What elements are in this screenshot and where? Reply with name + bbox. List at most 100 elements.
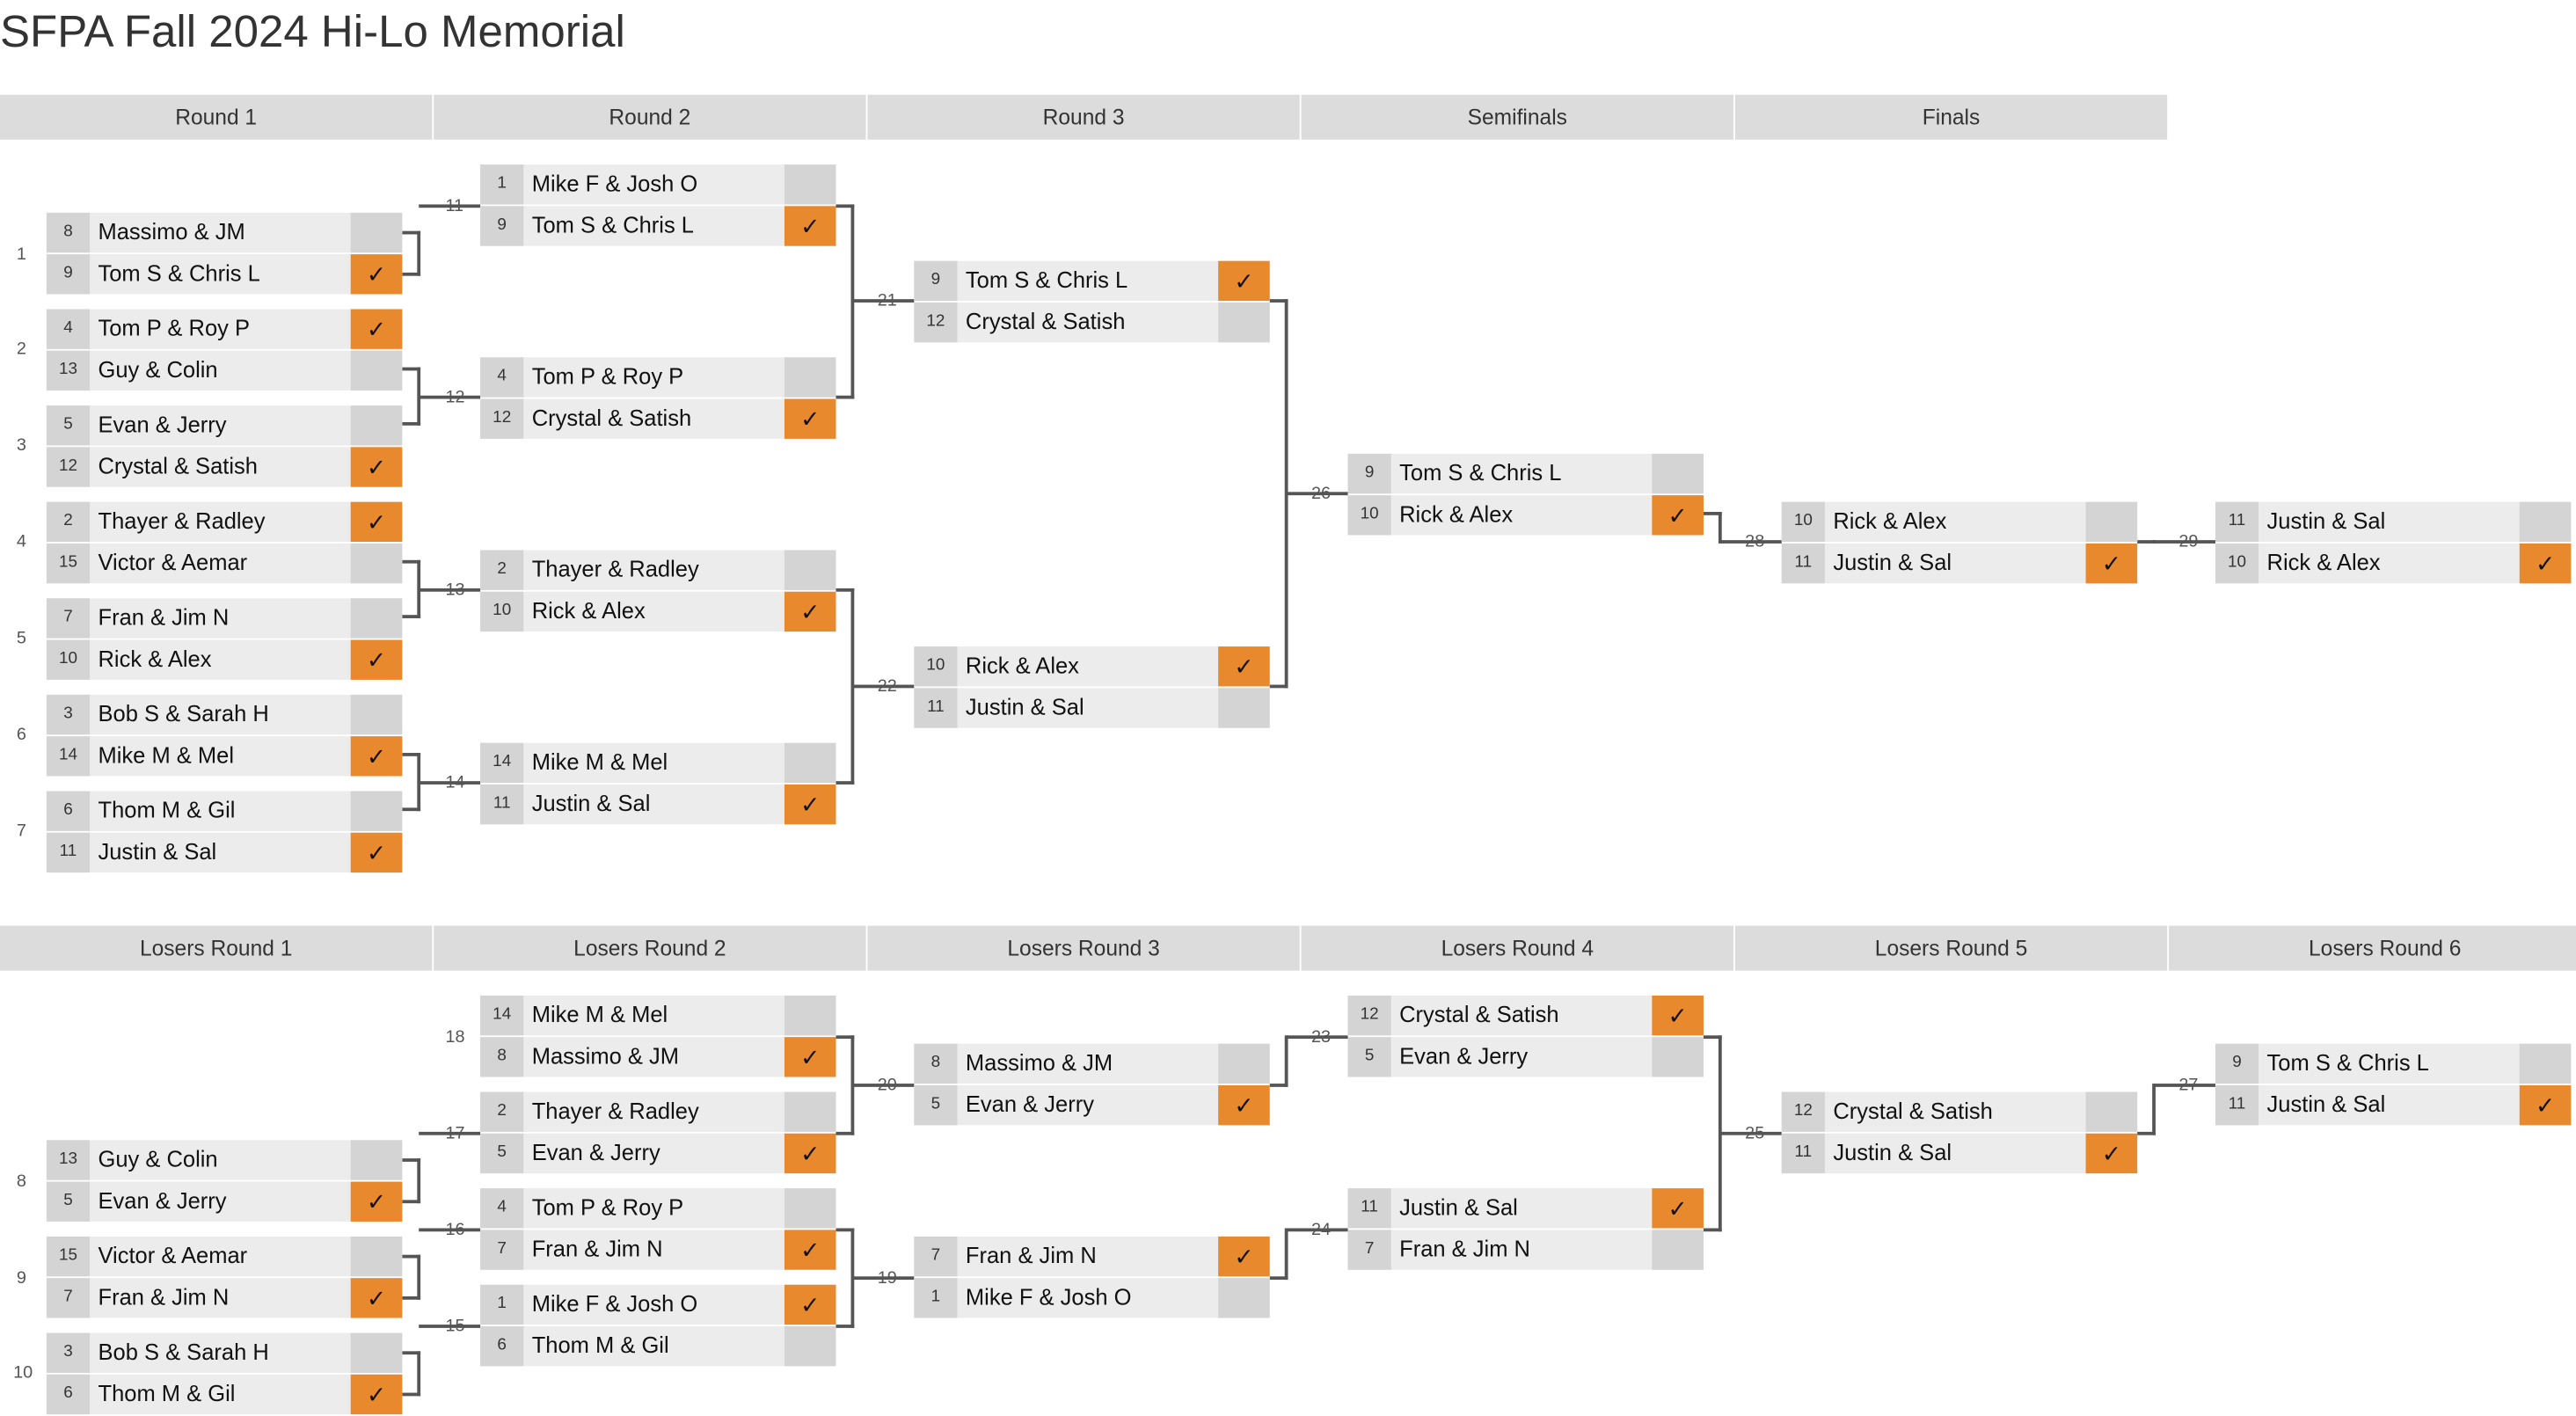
winner-marker: ✓ <box>2519 1084 2572 1126</box>
bracket-connector-line <box>402 1254 421 1259</box>
team-seed: 11 <box>46 832 91 873</box>
winner-marker: ✓ <box>350 832 403 873</box>
match-number: 25 <box>1745 1123 1765 1144</box>
match-number: 12 <box>445 387 465 407</box>
bracket-connector-line <box>836 395 855 399</box>
team-seed: 5 <box>46 405 91 446</box>
bracket-connector-line <box>852 1276 915 1281</box>
check-mark-icon: ✓ <box>366 742 387 770</box>
check-mark-icon: ✓ <box>366 1188 387 1215</box>
bracket-connector-line <box>402 421 421 426</box>
bracket-connector-line <box>852 684 915 689</box>
